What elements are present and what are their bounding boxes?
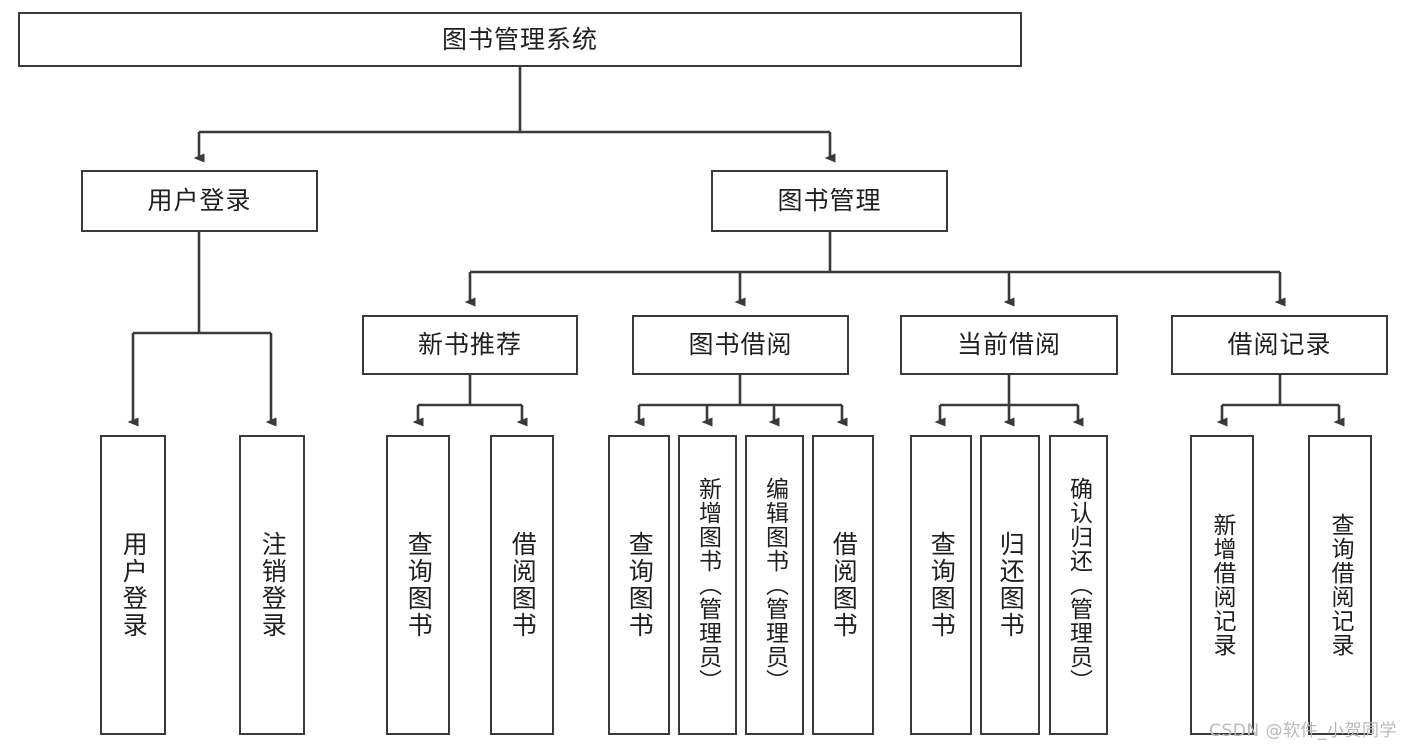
node-book-borrow[interactable]: 图书借阅 xyxy=(632,315,849,375)
node-user-login[interactable]: 用户登录 xyxy=(81,170,318,232)
leaf-record-query-record-label: 查询借阅记录 xyxy=(1327,513,1354,657)
leaf-borrow-edit-book-label: 编辑图书（管理员） xyxy=(761,477,788,693)
node-book-borrow-label: 图书借阅 xyxy=(688,330,793,360)
leaf-borrow-query-book-label: 查询图书 xyxy=(625,531,655,639)
leaf-current-return-book-label: 归还图书 xyxy=(996,531,1026,639)
leaf-borrow-add-book[interactable]: 新增图书（管理员） xyxy=(678,435,737,735)
watermark-text: CSDN @软件_小贺同学 xyxy=(1209,721,1397,741)
node-book-management[interactable]: 图书管理 xyxy=(711,170,948,232)
leaf-current-confirm-return-label: 确认归还（管理员） xyxy=(1065,477,1092,693)
node-current-borrow[interactable]: 当前借阅 xyxy=(900,315,1118,375)
leaf-record-query-record[interactable]: 查询借阅记录 xyxy=(1308,435,1372,735)
leaf-borrow-add-book-label: 新增图书（管理员） xyxy=(694,477,721,693)
leaf-recommend-query-book[interactable]: 查询图书 xyxy=(386,435,450,735)
leaf-current-return-book[interactable]: 归还图书 xyxy=(980,435,1040,735)
node-book-management-label: 图书管理 xyxy=(777,186,882,216)
leaf-recommend-borrow-book-label: 借阅图书 xyxy=(508,531,538,639)
node-new-book-recommend[interactable]: 新书推荐 xyxy=(362,315,578,375)
node-new-book-recommend-label: 新书推荐 xyxy=(417,330,522,360)
leaf-logout[interactable]: 注销登录 xyxy=(239,435,305,735)
node-current-borrow-label: 当前借阅 xyxy=(956,330,1061,360)
leaf-current-confirm-return[interactable]: 确认归还（管理员） xyxy=(1049,435,1108,735)
node-root-label: 图书管理系统 xyxy=(441,24,598,54)
leaf-record-add-record-label: 新增借阅记录 xyxy=(1209,513,1236,657)
leaf-user-login[interactable]: 用户登录 xyxy=(100,435,166,735)
leaf-current-query-book[interactable]: 查询图书 xyxy=(910,435,972,735)
leaf-borrow-borrow-book[interactable]: 借阅图书 xyxy=(812,435,874,735)
leaf-borrow-borrow-book-label: 借阅图书 xyxy=(829,531,859,639)
leaf-current-query-book-label: 查询图书 xyxy=(927,531,957,639)
leaf-user-login-label: 用户登录 xyxy=(119,531,149,639)
node-root-system[interactable]: 图书管理系统 xyxy=(18,12,1022,67)
node-borrow-record[interactable]: 借阅记录 xyxy=(1171,315,1388,375)
leaf-recommend-query-book-label: 查询图书 xyxy=(404,531,434,639)
leaf-logout-label: 注销登录 xyxy=(258,531,288,639)
leaf-recommend-borrow-book[interactable]: 借阅图书 xyxy=(490,435,554,735)
leaf-borrow-query-book[interactable]: 查询图书 xyxy=(608,435,670,735)
node-borrow-record-label: 借阅记录 xyxy=(1227,330,1332,360)
leaf-borrow-edit-book[interactable]: 编辑图书（管理员） xyxy=(745,435,804,735)
node-user-login-label: 用户登录 xyxy=(147,186,252,216)
leaf-record-add-record[interactable]: 新增借阅记录 xyxy=(1190,435,1254,735)
